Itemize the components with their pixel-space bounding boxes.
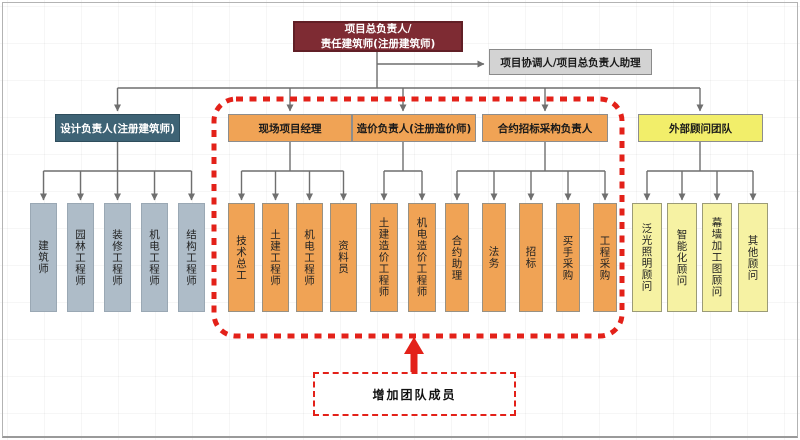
add-team-members-note: 增加团队成员 [313,372,516,416]
role-mep-engineer-site: 机电工程师 [296,203,323,312]
role-mep-cost-engineer: 机电造价工程师 [408,203,436,312]
role-civil-cost-engineer: 土建造价工程师 [370,203,398,312]
role-document-clerk: 资料员 [330,203,357,312]
role-fitout-engineer: 装修工程师 [104,203,131,312]
node-project-general-lead: 项目总负责人/ 责任建筑师(注册建筑师) [293,21,463,52]
node-contract-bidding-lead: 合约招标采构负责人 [482,114,608,142]
node-label-line2: 责任建筑师(注册建筑师) [320,37,436,50]
role-floodlighting-consultant: 泛光照明顾问 [632,203,662,312]
node-design-lead: 设计负责人(注册建筑师) [55,114,180,142]
node-cost-lead: 造价负责人(注册造价师) [352,114,476,142]
role-legal: 法务 [482,203,506,312]
role-buyer-procurement: 买手采购 [556,203,580,312]
role-structural-engineer: 结构工程师 [178,203,205,312]
role-civil-engineer: 土建工程师 [262,203,289,312]
role-contract-assistant: 合约助理 [445,203,469,312]
role-bidding: 招标 [519,203,543,312]
role-curtain-wall-shop-drawing-consultant: 幕墙加工图顾问 [702,203,732,312]
role-mep-engineer-design: 机电工程师 [141,203,168,312]
node-site-project-manager: 现场项目经理 [228,114,352,142]
role-smart-systems-consultant: 智能化顾问 [667,203,697,312]
add-members-arrow-icon [404,337,424,372]
role-architect: 建筑师 [30,203,57,312]
node-project-coordinator: 项目协调人/项目总负责人助理 [489,49,652,75]
node-label-line1: 项目总负责人/ [344,23,412,36]
role-chief-technical-engineer: 技术总工 [228,203,255,312]
node-external-consultant-team: 外部顾问团队 [638,114,763,142]
role-landscape-engineer: 园林工程师 [67,203,94,312]
role-other-consultant: 其他顾问 [738,203,768,312]
role-engineering-procurement: 工程采购 [593,203,617,312]
